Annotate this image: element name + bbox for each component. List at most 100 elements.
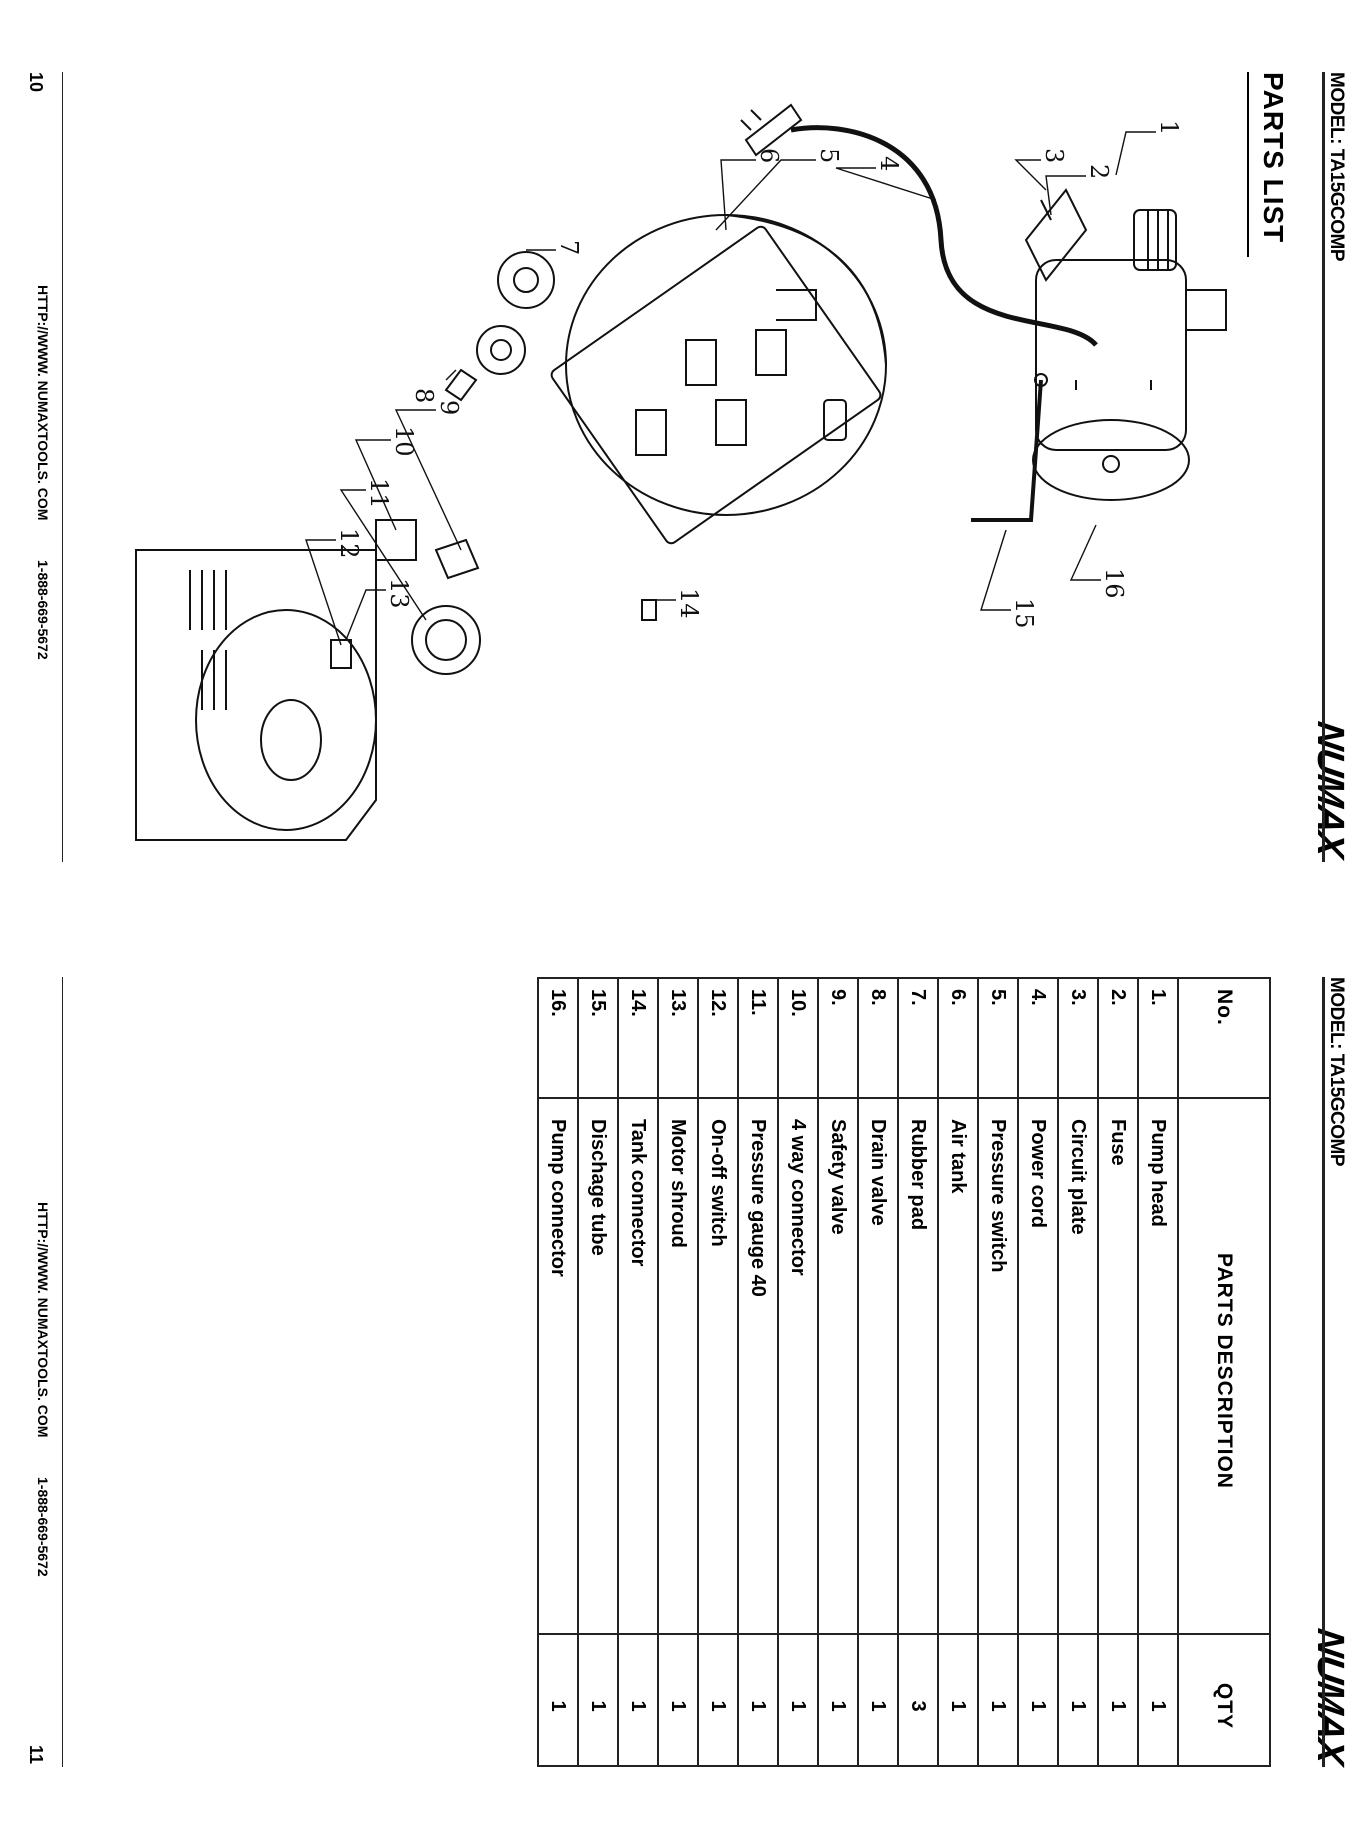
cell-description: On-off switch	[698, 1098, 738, 1634]
header-rule	[1322, 977, 1325, 1767]
cell-no: 16.	[538, 978, 578, 1098]
cell-description: Dischage tube	[578, 1098, 618, 1634]
cell-qty: 1	[1098, 1634, 1138, 1766]
callout-15: 15	[1010, 598, 1038, 629]
cell-description: Pressure switch	[978, 1098, 1018, 1634]
discharge-tube-part	[971, 379, 1043, 522]
callout-7: 7	[555, 240, 583, 255]
cell-qty: 1	[778, 1634, 818, 1766]
cell-no: 10.	[778, 978, 818, 1098]
cell-no: 7.	[898, 978, 938, 1098]
callout-8: 8	[410, 388, 438, 403]
cell-qty: 1	[1058, 1634, 1098, 1766]
cell-description: Air tank	[938, 1098, 978, 1634]
cell-no: 1.	[1138, 978, 1178, 1098]
circuit-plate-part	[1024, 188, 1088, 282]
cell-description: Pressure gauge 40	[738, 1098, 778, 1634]
cell-qty: 1	[658, 1634, 698, 1766]
model-label: MODEL: TA15GCOMP	[1326, 72, 1347, 262]
power-cord-part	[740, 103, 1098, 347]
cell-no: 6.	[938, 978, 978, 1098]
cell-description: Tank connector	[618, 1098, 658, 1634]
cell-no: 3.	[1058, 978, 1098, 1098]
exploded-parts-diagram: 1 2 3 4 5 6 7 8 9 10 11 12 13 14 15 16	[135, 103, 1227, 841]
pressure-gauge-part	[411, 605, 481, 675]
cell-no: 4.	[1018, 978, 1058, 1098]
callout-3: 3	[1040, 148, 1068, 163]
header-qty: QTY	[1178, 1634, 1270, 1766]
cell-no: 12.	[698, 978, 738, 1098]
cell-qty: 1	[858, 1634, 898, 1766]
cell-no: 15.	[578, 978, 618, 1098]
cell-qty: 1	[938, 1634, 978, 1766]
cell-description: Pump connector	[538, 1098, 578, 1634]
numax-logo: NUMAX	[1309, 1626, 1351, 1767]
cell-qty: 1	[978, 1634, 1018, 1766]
cell-qty: 1	[738, 1634, 778, 1766]
cell-qty: 3	[898, 1634, 938, 1766]
cell-no: 14.	[618, 978, 658, 1098]
callout-9: 9	[435, 400, 463, 415]
footer-phone: 1-888-669-5672	[35, 1477, 51, 1577]
cell-qty: 1	[618, 1634, 658, 1766]
header-rule	[1322, 72, 1325, 862]
cell-qty: 1	[538, 1634, 578, 1766]
cell-description: Pump head	[1138, 1098, 1178, 1634]
cell-no: 13.	[658, 978, 698, 1098]
footer-rule	[62, 977, 63, 1767]
header-no: No.	[1178, 978, 1270, 1098]
cell-qty: 1	[1018, 1634, 1058, 1766]
callout-4: 4	[875, 156, 903, 171]
page-number: 10	[26, 72, 46, 93]
cell-no: 8.	[858, 978, 898, 1098]
rubber-pad-part	[476, 251, 555, 375]
callout-5: 5	[815, 148, 843, 163]
callout-10: 10	[390, 426, 418, 457]
page-title: PARTS LIST	[1258, 72, 1289, 244]
pressure-switch-part	[823, 399, 847, 441]
cell-description: Drain valve	[858, 1098, 898, 1634]
footer-rule	[62, 72, 63, 862]
cell-description: Motor shroud	[658, 1098, 698, 1634]
callout-16: 16	[1100, 568, 1128, 599]
callout-12: 12	[335, 528, 363, 559]
cell-description: Safety valve	[818, 1098, 858, 1634]
callout-13: 13	[385, 578, 413, 609]
cell-description: Power cord	[1018, 1098, 1058, 1634]
drain-valve-part	[444, 368, 478, 402]
cell-no: 2.	[1098, 978, 1138, 1098]
motor-shroud-part	[135, 549, 377, 841]
cell-no: 11.	[738, 978, 778, 1098]
callout-2: 2	[1085, 164, 1113, 179]
pump-connector-part	[1034, 373, 1048, 387]
cell-description: 4 way connector	[778, 1098, 818, 1634]
on-off-switch-part	[330, 639, 352, 669]
numax-logo: NUMAX	[1309, 719, 1351, 860]
title-underline	[1247, 72, 1249, 257]
footer-phone: 1-888-669-5672	[35, 560, 51, 660]
air-tank-part	[550, 214, 887, 545]
cell-qty: 1	[698, 1634, 738, 1766]
table-header-row: No. PARTS DESCRIPTION QTY	[1178, 978, 1270, 1766]
cell-no: 5.	[978, 978, 1018, 1098]
four-way-connector-part	[375, 519, 417, 561]
header-description: PARTS DESCRIPTION	[1178, 1098, 1270, 1634]
callout-11: 11	[365, 478, 393, 509]
callout-6: 6	[755, 148, 783, 163]
